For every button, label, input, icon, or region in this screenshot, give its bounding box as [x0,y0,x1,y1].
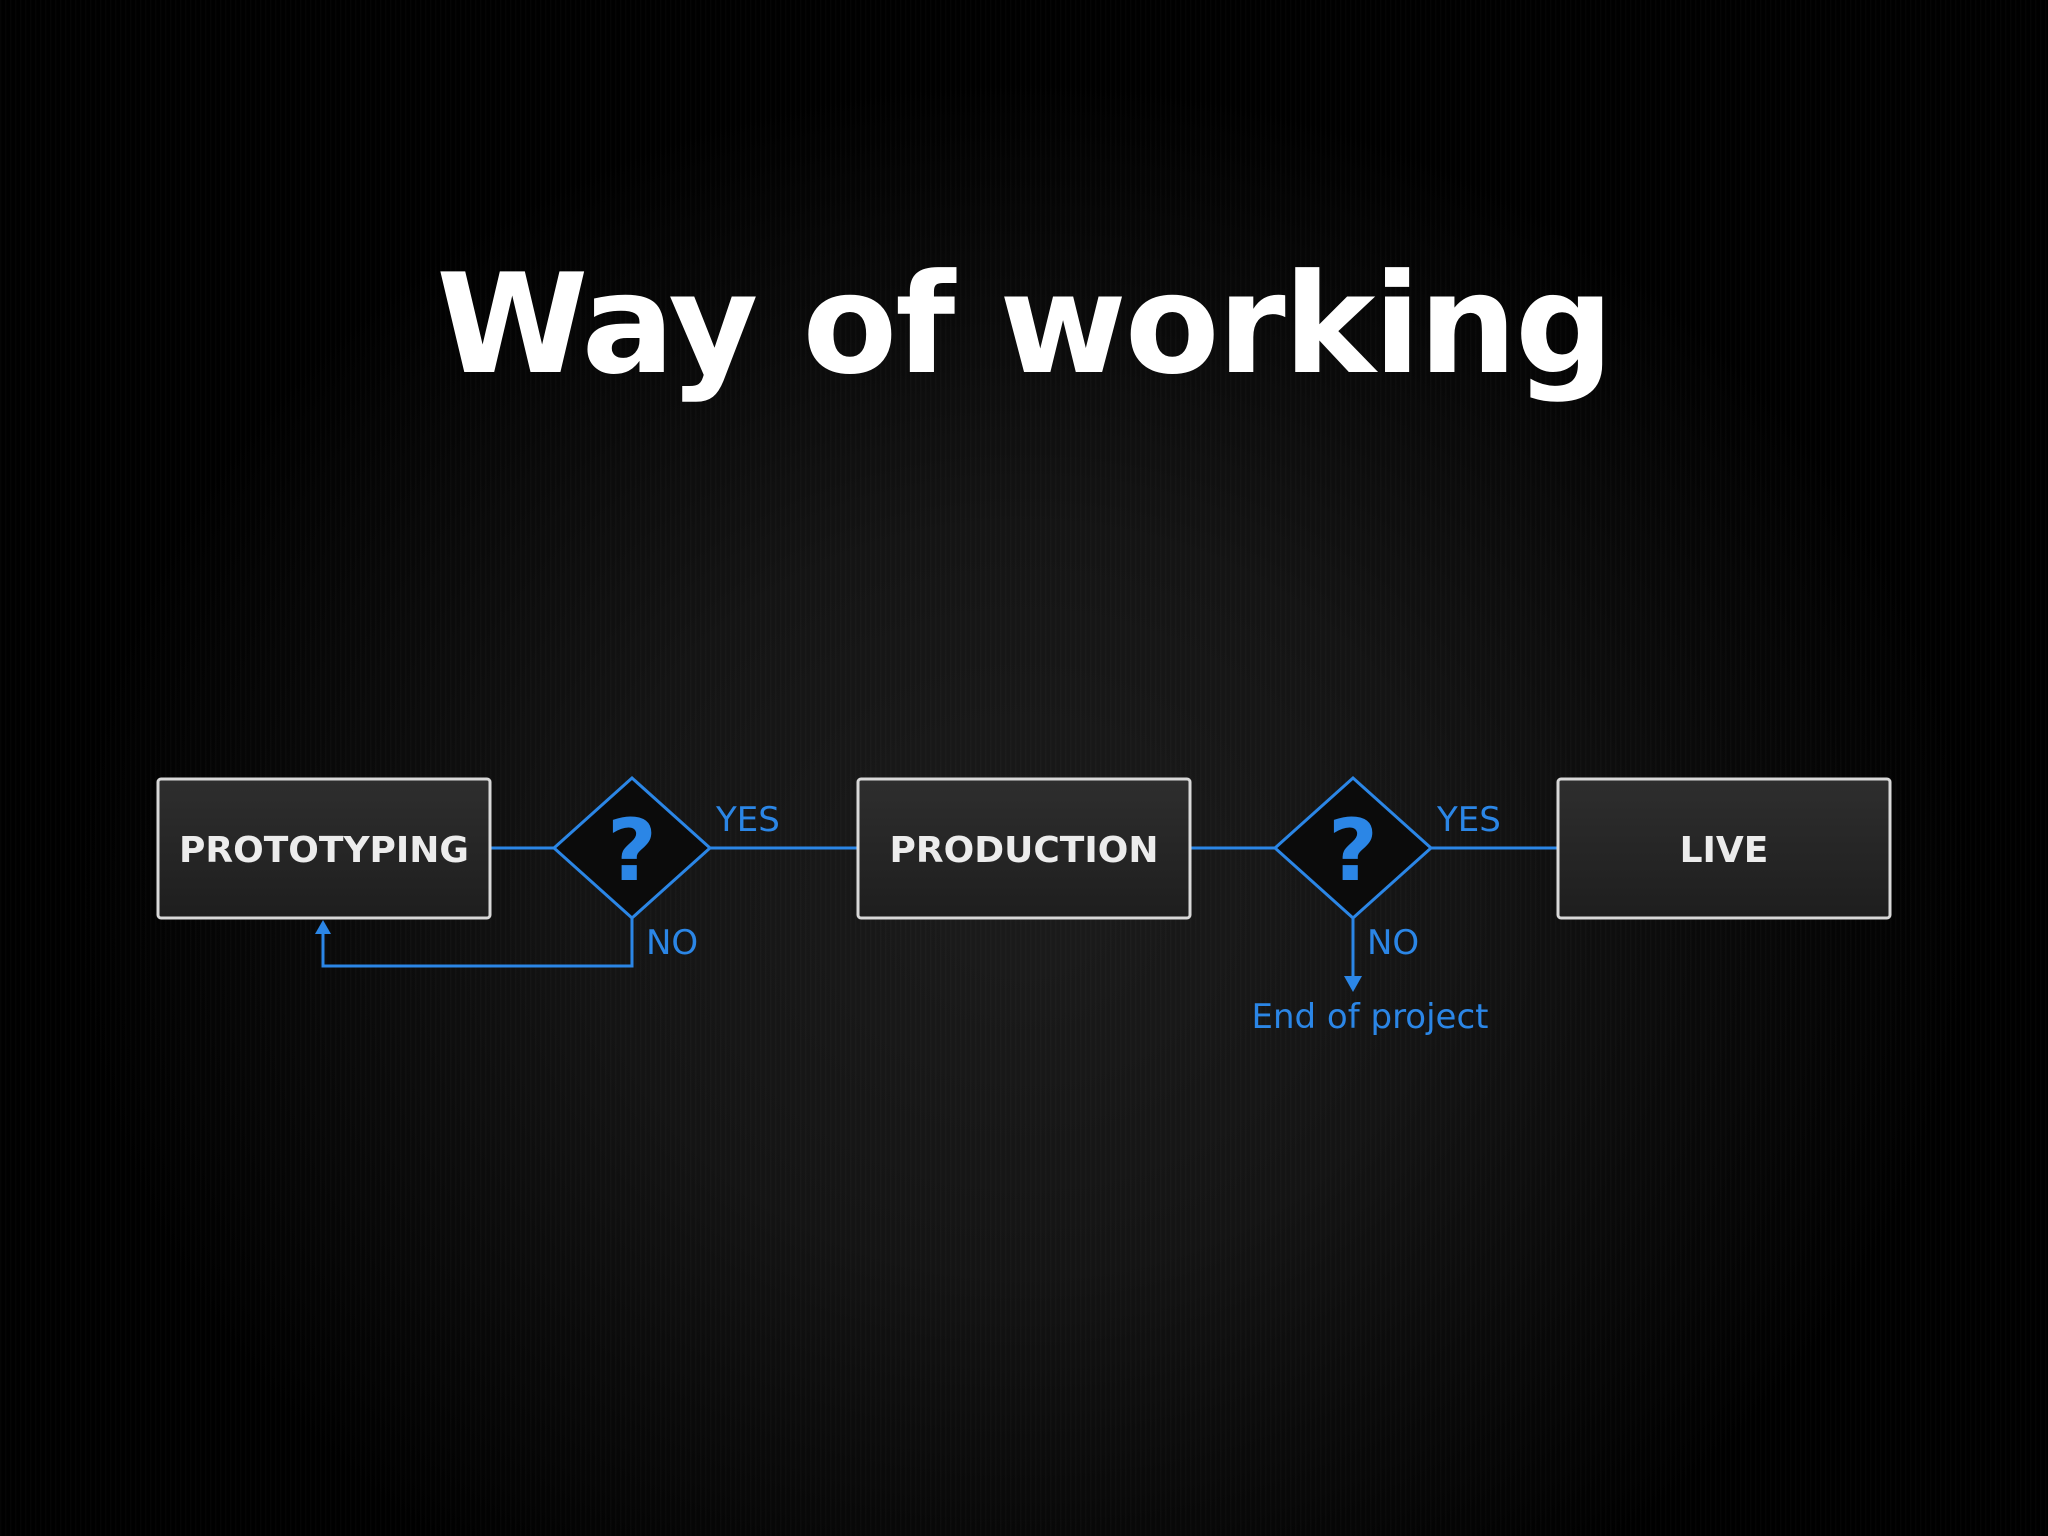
end-of-project-label: End of project [1251,997,1488,1037]
production-label: PRODUCTION [890,830,1159,871]
decision-2-no-label: NO [1367,923,1419,963]
decision-2-diamond [1272,775,1434,921]
loop-back-connector [321,918,634,968]
connectors [321,846,1558,978]
loop-back-arrow-icon [315,920,331,934]
live-box [1556,777,1892,920]
down-arrow-icon [1344,976,1362,992]
slide-title: Way of working [436,244,1614,405]
live-label: LIVE [1680,830,1769,871]
decision-2-question-icon: ? [1328,801,1378,901]
decision-1-no-label: NO [646,923,698,963]
decision-1-yes-label: YES [715,800,780,840]
decision-2-yes-label: YES [1436,800,1501,840]
prototyping-box [156,777,492,920]
prototyping-label: PROTOTYPING [179,830,469,871]
decision-1-question-icon: ? [607,801,657,901]
decision-1-diamond [551,775,713,921]
production-box [856,777,1192,920]
